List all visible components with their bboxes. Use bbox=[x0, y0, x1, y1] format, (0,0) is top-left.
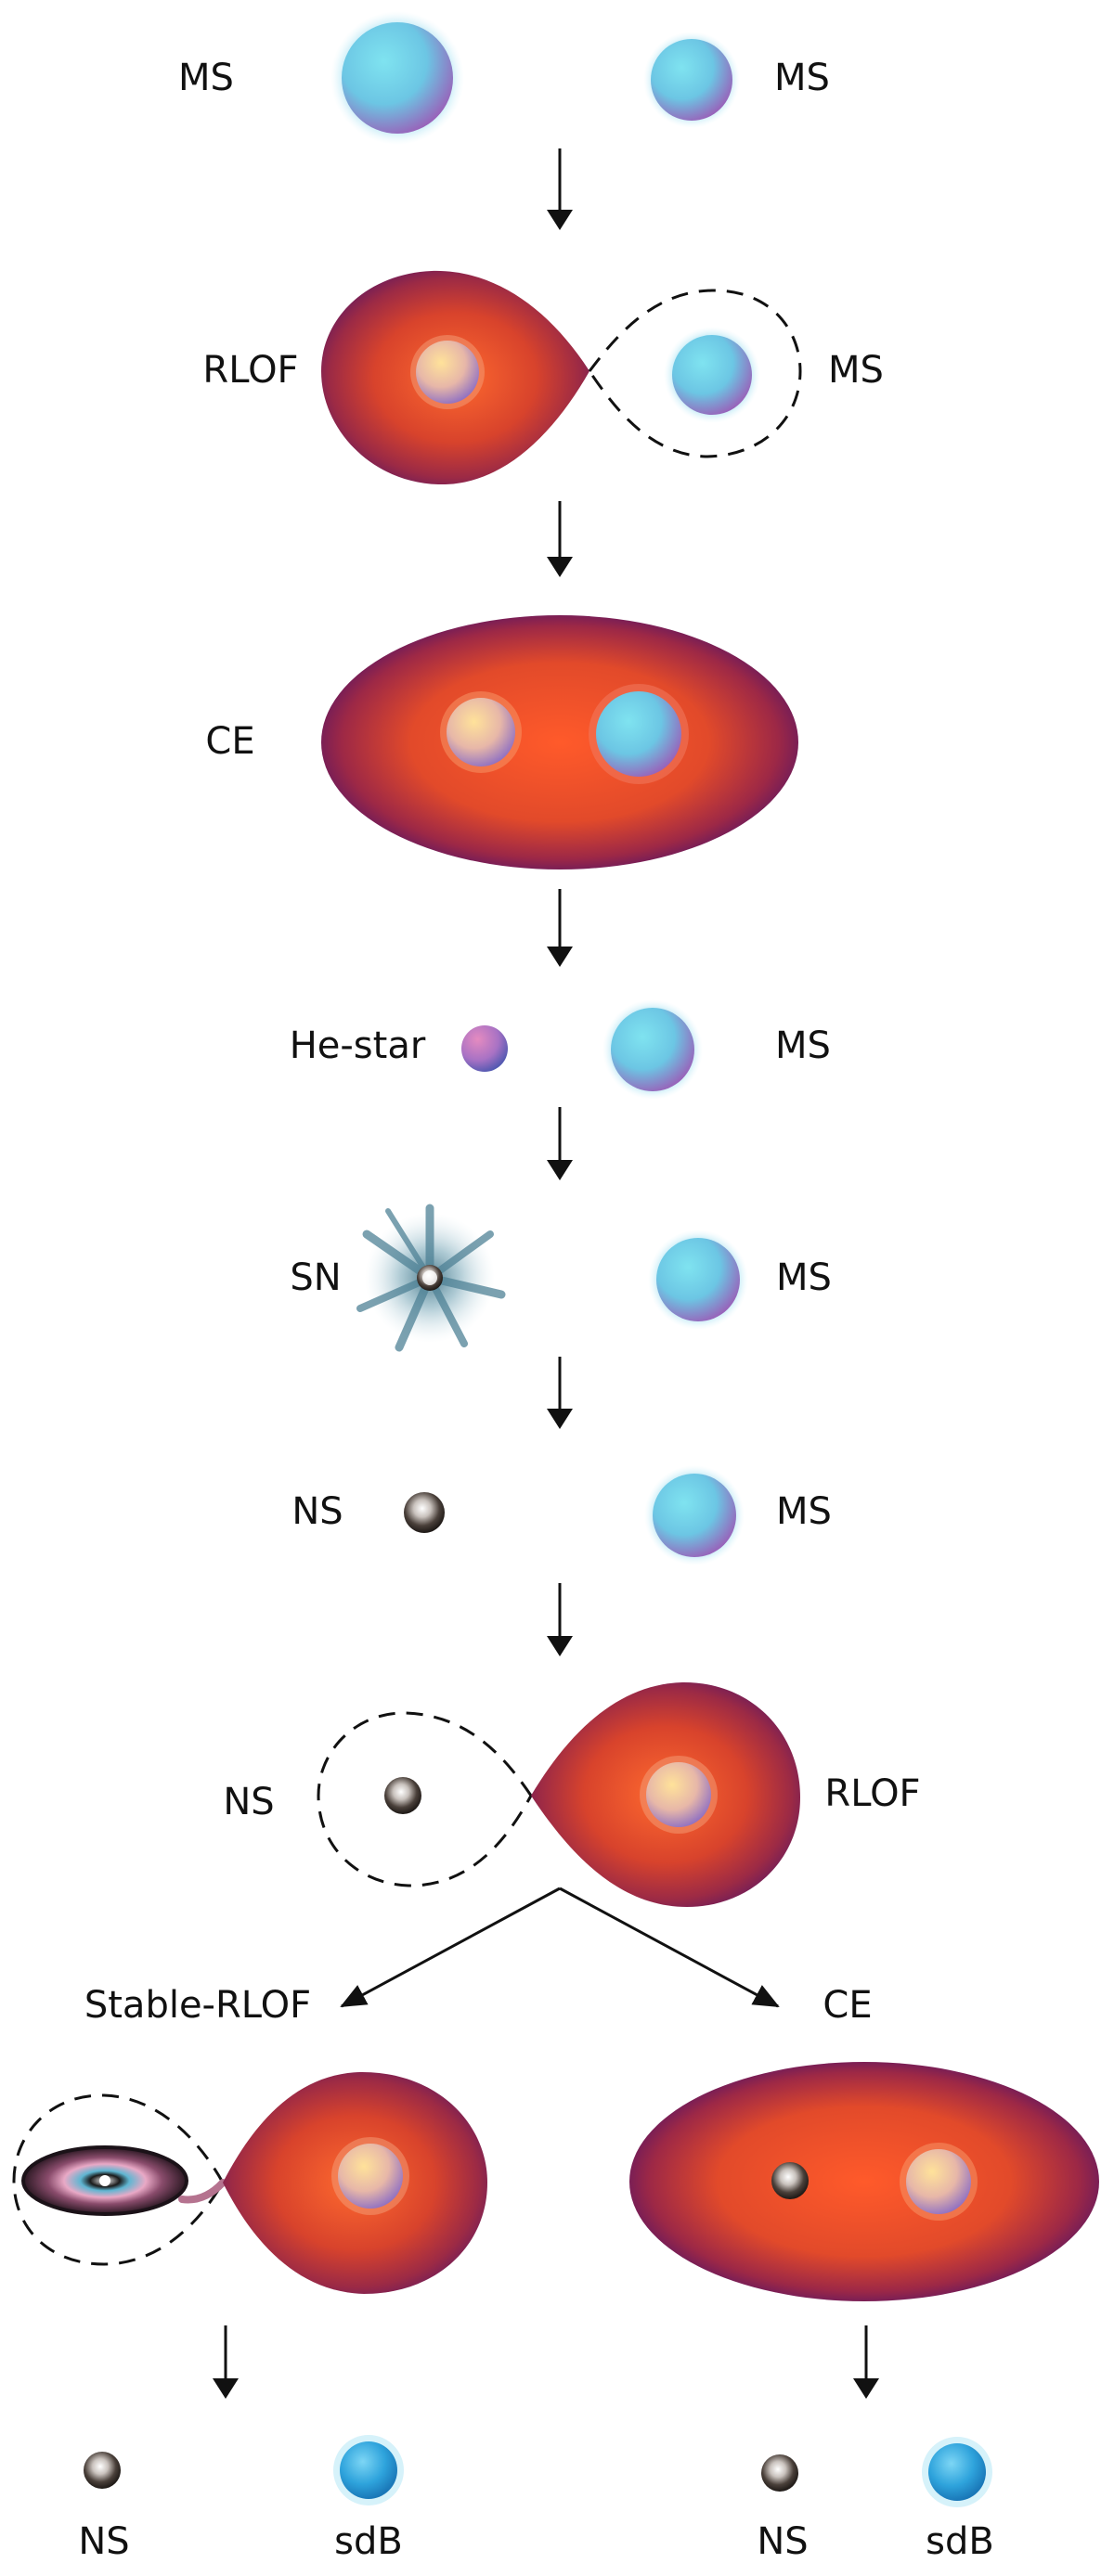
giant-core-1 bbox=[410, 335, 485, 409]
ms-companion-4 bbox=[602, 999, 703, 1100]
arrowhead-down-5 bbox=[547, 1409, 573, 1429]
mass-transfer-stream bbox=[178, 2179, 227, 2204]
common-envelope-2 bbox=[629, 2062, 1099, 2301]
stage7-left-label: NS bbox=[223, 1781, 274, 1823]
final-right-sdb-label: sdB bbox=[926, 2520, 994, 2563]
final-sdb-left bbox=[333, 2435, 404, 2505]
neutron-star-ce bbox=[771, 2162, 809, 2199]
ms-companion-2 bbox=[664, 327, 760, 423]
stage1-left-label: MS bbox=[178, 57, 234, 99]
final-left-sdb-label: sdB bbox=[334, 2520, 403, 2563]
ms-companion-6 bbox=[644, 1465, 745, 1565]
roche-lobe-outline-accretor bbox=[12, 2093, 225, 2266]
arrowhead-right-final bbox=[853, 2378, 879, 2399]
stage3-left-label: CE bbox=[205, 720, 254, 763]
final-ns-right bbox=[761, 2454, 798, 2492]
final-sdb-right bbox=[922, 2437, 992, 2507]
roche-lobe-outline-ns bbox=[317, 1711, 533, 1887]
accretion-disk bbox=[21, 2145, 188, 2216]
neutron-star-7 bbox=[384, 1777, 421, 1814]
ce-ms-companion bbox=[589, 684, 689, 784]
supernova-burst bbox=[356, 1204, 506, 1352]
final-right-ns-label: NS bbox=[757, 2520, 808, 2563]
common-envelope-1 bbox=[321, 615, 798, 869]
donor-core-7 bbox=[640, 1756, 718, 1834]
neutron-star-6 bbox=[404, 1492, 445, 1533]
donor-core-stable bbox=[331, 2137, 409, 2215]
arrowhead-down-1 bbox=[547, 210, 573, 230]
arrowhead-left-final bbox=[213, 2378, 239, 2399]
ms-companion-5 bbox=[648, 1230, 748, 1330]
helium-star bbox=[461, 1025, 508, 1072]
branch-arrow-right bbox=[559, 1887, 780, 2008]
ms-star-large bbox=[330, 11, 464, 145]
final-ns-left bbox=[84, 2452, 121, 2489]
ms-star-small bbox=[643, 32, 740, 128]
stage2-right-label: MS bbox=[828, 349, 884, 392]
stage5-left-label: SN bbox=[290, 1256, 341, 1299]
ce2-core bbox=[900, 2143, 978, 2221]
arrowhead-down-3 bbox=[547, 947, 573, 967]
stage2-left-label: RLOF bbox=[202, 349, 298, 392]
stage1-right-label: MS bbox=[774, 57, 830, 99]
branch-arrow-left bbox=[340, 1887, 561, 2008]
stage6-left-label: NS bbox=[291, 1490, 343, 1533]
arrowhead-down-2 bbox=[547, 557, 573, 577]
roche-lobe-outline-companion bbox=[588, 289, 802, 458]
branch-right-label: CE bbox=[823, 1984, 872, 2027]
ce-core bbox=[440, 691, 522, 773]
arrowhead-down-6 bbox=[547, 1636, 573, 1656]
stage4-right-label: MS bbox=[775, 1024, 831, 1067]
arrowhead-down-4 bbox=[547, 1160, 573, 1180]
stage7-right-label: RLOF bbox=[824, 1772, 920, 1815]
branch-left-label: Stable-RLOF bbox=[84, 1984, 311, 2027]
final-left-ns-label: NS bbox=[78, 2520, 129, 2563]
stage5-right-label: MS bbox=[776, 1256, 832, 1299]
stage6-right-label: MS bbox=[776, 1490, 832, 1533]
stage4-left-label: He-star bbox=[290, 1024, 426, 1067]
